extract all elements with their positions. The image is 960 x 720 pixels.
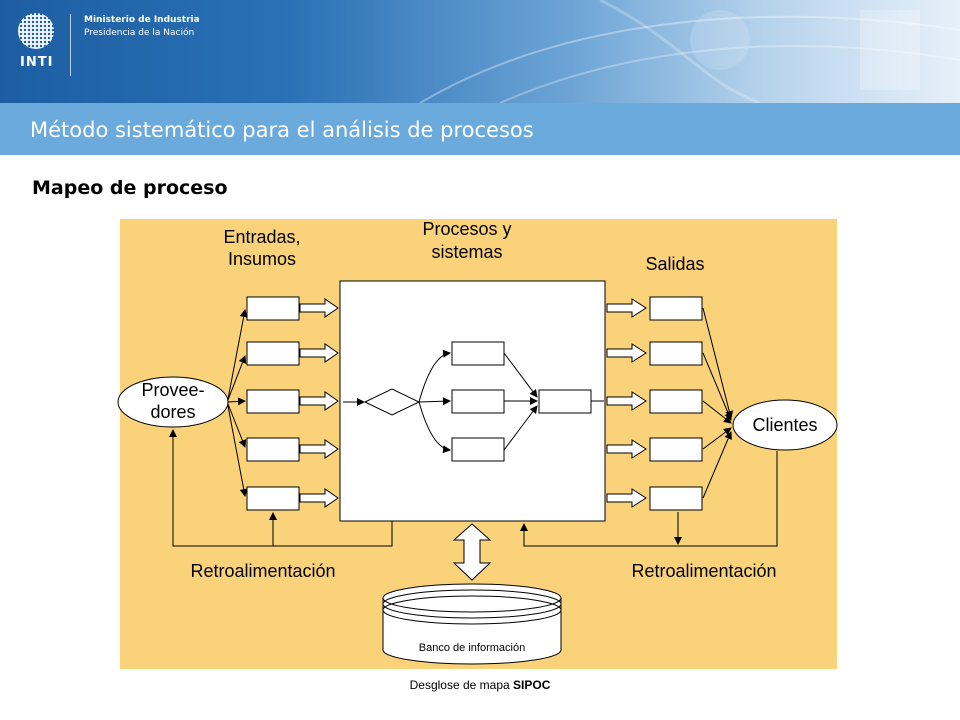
- entradas-label-1: Entradas,: [223, 227, 300, 247]
- header-banner: INTI Ministerio de Industria Presidencia…: [0, 0, 960, 103]
- inti-logo-icon: [18, 13, 54, 49]
- retroalimentacion-right-label: Retroalimentación: [631, 561, 776, 581]
- feedback-left: [169, 429, 393, 547]
- database-double-arrow: [452, 523, 492, 581]
- figure-caption: Desglose de mapa SIPOC: [0, 678, 960, 692]
- feedback-right: [520, 451, 778, 547]
- clientes-node: [732, 399, 838, 451]
- org-line-1: Ministerio de Industria: [84, 15, 200, 25]
- output-block-arrows: [606, 298, 647, 508]
- retroalimentacion-left-label: Retroalimentación: [190, 561, 335, 581]
- org-line-2: Presidencia de la Nación: [84, 28, 195, 38]
- inner-process-flow: [343, 341, 604, 462]
- input-block-arrows: [299, 298, 339, 508]
- salidas-label: Salidas: [645, 254, 704, 274]
- input-boxes: [246, 296, 300, 511]
- caption-bold: SIPOC: [513, 678, 551, 692]
- logo-text: INTI: [20, 55, 54, 70]
- section-subtitle: Mapeo de proceso: [32, 177, 228, 199]
- database-cylinder: [382, 583, 562, 665]
- banco-label: Banco de información: [419, 642, 525, 654]
- customer-links: [702, 307, 734, 499]
- title-bar: [0, 103, 960, 155]
- proveedores-label-2: dores: [150, 402, 195, 422]
- proveedores-label-1: Provee-: [141, 380, 204, 400]
- header-decoration: [419, 0, 960, 103]
- caption-prefix: Desglose de mapa: [409, 678, 510, 692]
- entradas-label-2: Insumos: [228, 249, 296, 269]
- supplier-links: [227, 309, 248, 497]
- procesos-label-2: sistemas: [431, 242, 502, 262]
- clientes-label: Clientes: [752, 415, 817, 435]
- logo-divider: [70, 14, 71, 76]
- page-title: Método sistemático para el análisis de p…: [30, 118, 534, 142]
- output-boxes: [649, 296, 703, 511]
- procesos-label-1: Procesos y: [422, 219, 511, 239]
